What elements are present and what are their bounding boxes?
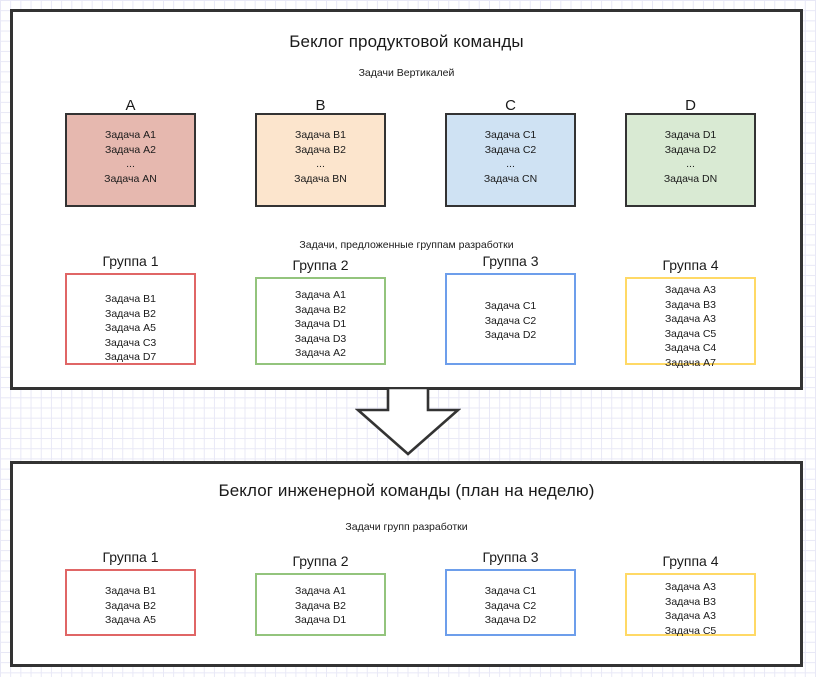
vertical-label-b: B [315, 97, 326, 114]
group-card-2[interactable]: Задача A1 Задача B2 Задача D1 Задача D3 … [255, 277, 386, 365]
bottom-group-label-3: Группа 3 [482, 549, 539, 565]
vertical-card-b[interactable]: Задача B1 Задача B2 ... Задача BN [255, 113, 386, 207]
product-backlog-title: Беклог продуктовой команды [289, 32, 524, 51]
task-item: Задача C5 [664, 624, 717, 637]
task-item: Задача A1 [295, 585, 346, 597]
engineering-backlog-panel: Беклог инженерной команды (план на недел… [10, 461, 803, 667]
proposed-groups-subtitle: Задачи, предложенные группам разработки [299, 239, 514, 251]
task-item: Задача B3 [665, 298, 716, 311]
task-item: Задача C1 [484, 585, 537, 597]
task-item: Задача C2 [484, 314, 537, 327]
engineering-backlog-title: Беклог инженерной команды (план на недел… [218, 481, 595, 500]
task-item: Задача A3 [665, 581, 716, 593]
bottom-group-card-3[interactable]: Задача C1 Задача C2 Задача D2 [445, 569, 576, 636]
group-label-3: Группа 3 [482, 253, 539, 269]
task-item: ... [686, 158, 695, 170]
task-item: Задача C5 [664, 327, 717, 340]
task-item: Задача DN [663, 172, 718, 185]
product-backlog-panel: Беклог продуктовой команды Задачи Вертик… [10, 9, 803, 390]
task-item: Задача C1 [484, 129, 537, 141]
group-card-3[interactable]: Задача C1 Задача C2 Задача D2 [445, 273, 576, 365]
task-item: Задача BN [294, 172, 347, 185]
task-item: Задача C4 [664, 342, 717, 354]
task-item: Задача D2 [484, 614, 537, 626]
task-item: Задача B1 [295, 129, 346, 141]
task-item: Задача A7 [665, 356, 716, 369]
vertical-card-d[interactable]: Задача D1 Задача D2 ... Задача DN [625, 113, 756, 207]
verticals-subtitle: Задачи Вертикалей [358, 67, 455, 79]
task-item: Задача A5 [105, 614, 156, 626]
bottom-group-card-1[interactable]: Задача B1 Задача B2 Задача A5 [65, 569, 196, 636]
task-item: Задача B2 [105, 599, 156, 612]
task-item: Задача D1 [294, 614, 347, 626]
task-item: Задача AN [104, 172, 157, 185]
task-item: Задача C1 [484, 300, 537, 312]
task-item: Задача A2 [105, 143, 156, 156]
vertical-label-c: C [505, 97, 516, 114]
task-item: Задача A1 [105, 129, 156, 141]
task-item: Задача D2 [664, 143, 717, 156]
flow-down-arrow [355, 388, 461, 456]
task-item: Задача D3 [294, 332, 347, 345]
task-item: Задача D2 [484, 329, 537, 341]
vertical-card-a[interactable]: Задача A1 Задача A2 ... Задача AN [65, 113, 196, 207]
vertical-label-d: D [685, 97, 696, 114]
group-label-2: Группа 2 [292, 257, 349, 273]
group-card-4[interactable]: Задача A3 Задача B3 Задача A3 Задача C5 … [625, 277, 756, 369]
task-item: Задача B2 [295, 599, 346, 612]
task-item: ... [316, 158, 325, 170]
task-item: Задача A2 [295, 347, 346, 359]
task-item: Задача A5 [105, 322, 156, 334]
task-item: Задача C2 [484, 599, 537, 612]
task-item: Задача A3 [665, 610, 716, 622]
bottom-group-label-2: Группа 2 [292, 553, 349, 569]
task-item: Задача C3 [104, 336, 157, 349]
task-item: Задача A3 [665, 313, 716, 325]
task-item: ... [506, 158, 515, 170]
task-item: Задача D1 [664, 129, 717, 141]
task-item: Задача B3 [665, 595, 716, 608]
dev-groups-subtitle: Задачи групп разработки [345, 521, 468, 533]
vertical-label-a: A [125, 97, 136, 114]
vertical-card-c[interactable]: Задача C1 Задача C2 ... Задача CN [445, 113, 576, 207]
task-item: Задача D7 [104, 351, 157, 363]
arrow-down-icon [355, 388, 461, 456]
task-item: Задача C2 [484, 143, 537, 156]
task-item: Задача CN [483, 172, 538, 185]
bottom-group-card-4[interactable]: Задача A3 Задача B3 Задача A3 Задача C5 [625, 573, 756, 637]
task-item: Задача B1 [105, 293, 156, 305]
task-item: Задача B1 [105, 585, 156, 597]
task-item: ... [126, 158, 135, 170]
group-card-1[interactable]: Задача B1 Задача B2 Задача A5 Задача C3 … [65, 273, 196, 365]
task-item: Задача B2 [295, 143, 346, 156]
task-item: Задача B2 [295, 303, 346, 316]
task-item: Задача A1 [295, 289, 346, 301]
task-item: Задача B2 [105, 307, 156, 320]
bottom-group-label-4: Группа 4 [662, 553, 719, 569]
bottom-group-card-2[interactable]: Задача A1 Задача B2 Задача D1 [255, 573, 386, 636]
group-label-4: Группа 4 [662, 257, 719, 273]
task-item: Задача D1 [294, 318, 347, 330]
task-item: Задача A3 [665, 284, 716, 296]
bottom-group-label-1: Группа 1 [102, 549, 159, 565]
group-label-1: Группа 1 [102, 253, 159, 269]
